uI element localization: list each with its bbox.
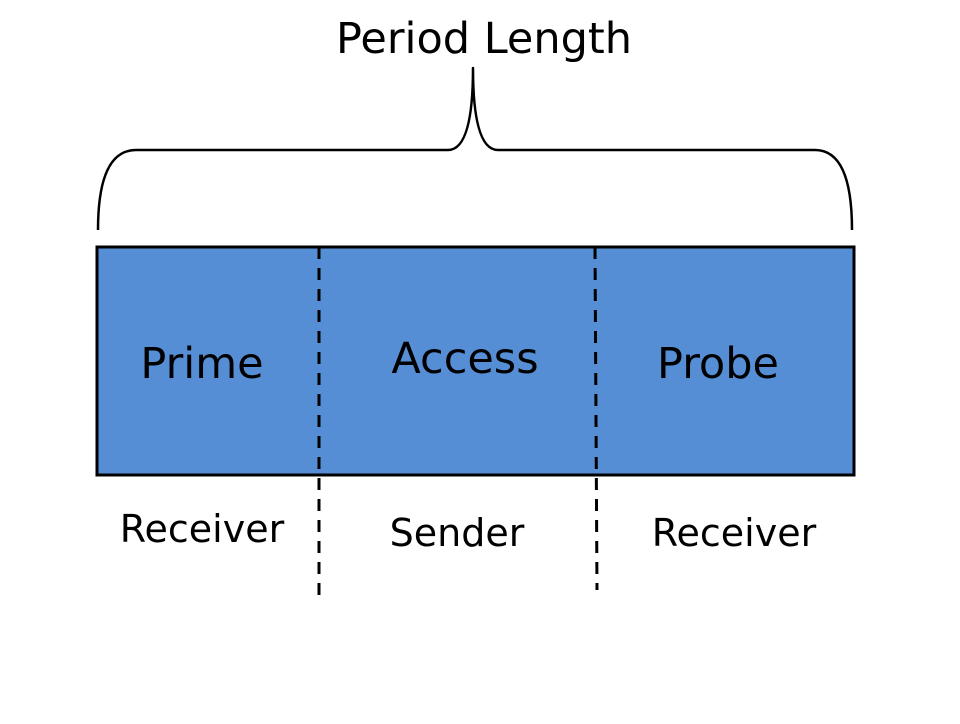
- phase-probe-label: Probe: [657, 339, 779, 389]
- role-receiver-label-2: Receiver: [651, 511, 817, 555]
- period-brace: [96, 66, 854, 231]
- period-box: [95, 245, 856, 477]
- phase-access-label: Access: [391, 334, 539, 384]
- role-receiver-label: Receiver: [119, 507, 285, 551]
- role-sender-label: Sender: [389, 511, 525, 555]
- phase-prime-label: Prime: [140, 339, 264, 389]
- period-length-label: Period Length: [335, 14, 633, 64]
- phase-separator-2: [593, 246, 599, 591]
